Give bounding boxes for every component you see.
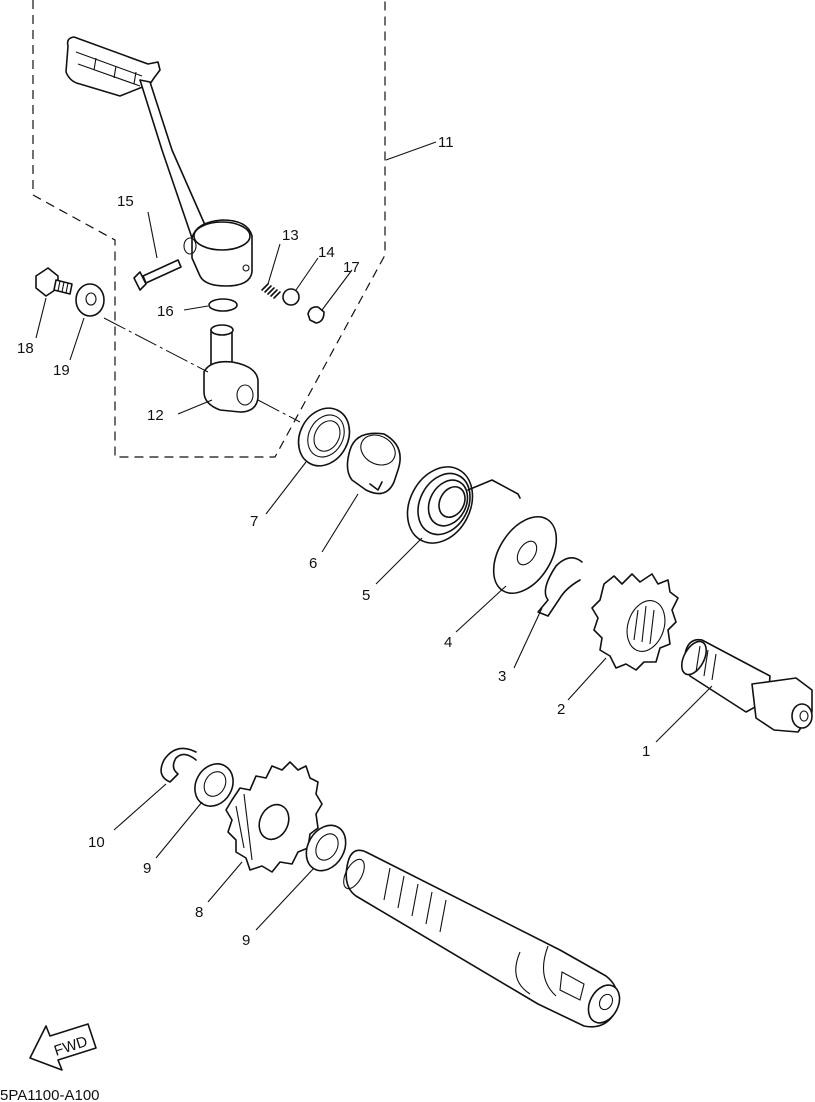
callout-14: 14 [318,244,335,261]
main-axle-icon [343,849,621,1028]
callout-1: 1 [642,743,650,760]
gear-circlip-icon [160,747,197,783]
forward-arrow-icon: FWD [29,1023,97,1071]
callout-19: 19 [53,362,70,379]
plain-washer-icon [75,283,105,317]
callout-2: 2 [557,701,565,718]
detent-pin-icon [307,306,325,324]
kick-axle-icon [680,638,813,733]
kick-crank-icon [65,36,253,287]
drawing-code: 5PA1100-A100 [0,1087,100,1102]
ratchet-gear-icon [591,573,679,671]
callout-5: 5 [362,587,370,604]
callout-8: 8 [195,904,203,921]
detent-spring-icon [261,283,281,299]
o-ring-icon [208,298,238,312]
axle-washer-icon [492,516,558,594]
callout-15: 15 [117,193,134,210]
callout-12: 12 [147,407,164,424]
spring-guide-icon [346,432,401,495]
callout-6: 6 [309,555,317,572]
assembly-axis-2 [257,399,301,423]
callout-4: 4 [444,634,452,651]
callout-3: 3 [498,668,506,685]
detent-ball-icon [282,288,300,306]
callout-11: 11 [438,134,454,151]
oil-seal-icon [297,407,351,467]
axle-circlip-icon [537,557,583,617]
leader-lines [35,141,713,931]
callout-17: 17 [343,259,360,276]
callout-9b: 9 [242,932,250,949]
idle-gear-icon [225,761,323,873]
crank-boss-icon [203,324,259,413]
gear-washer-left-icon [194,763,234,807]
callout-10: 10 [88,834,105,851]
flange-bolt-icon [35,267,73,297]
torsion-spring-icon [406,466,521,544]
callout-16: 16 [157,303,174,320]
assembly-11-boundary [32,0,386,458]
callout-9a: 9 [143,860,151,877]
assembly-axis [103,317,209,373]
crank-bolt-icon [133,259,182,291]
callout-7: 7 [250,513,258,530]
callout-18: 18 [17,340,34,357]
callout-13: 13 [282,227,299,244]
